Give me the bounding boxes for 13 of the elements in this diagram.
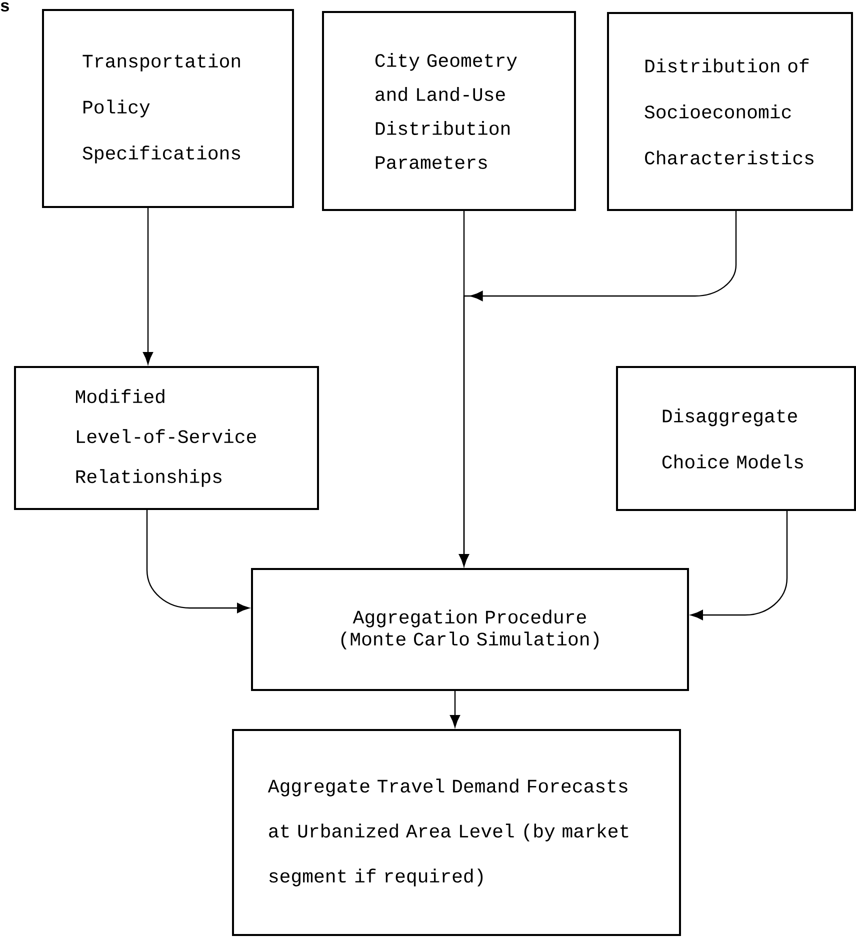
page-fragment-text: s — [0, 2, 9, 12]
arrow — [690, 511, 788, 620]
arrow — [146, 510, 250, 614]
process-box: Transportation Policy Specifications — [42, 9, 294, 208]
process-box: Disaggregate Choice Models — [616, 366, 856, 511]
process-box: City Geometry and Land-Use Distribution Parameters — [322, 11, 576, 211]
arrow — [458, 211, 737, 566]
arrow — [450, 691, 460, 728]
arrow — [142, 208, 154, 364]
process-box: Distribution of Socioeconomic Characteristics — [607, 12, 853, 211]
process-box: Modified Level-of-Service Relationships — [14, 366, 319, 510]
process-box: Aggregation Procedure (Monte Carlo Simulation) — [251, 568, 689, 691]
process-box: Aggregate Travel Demand Forecasts at Urbanized Area Level (by market segment if required) — [232, 729, 681, 936]
